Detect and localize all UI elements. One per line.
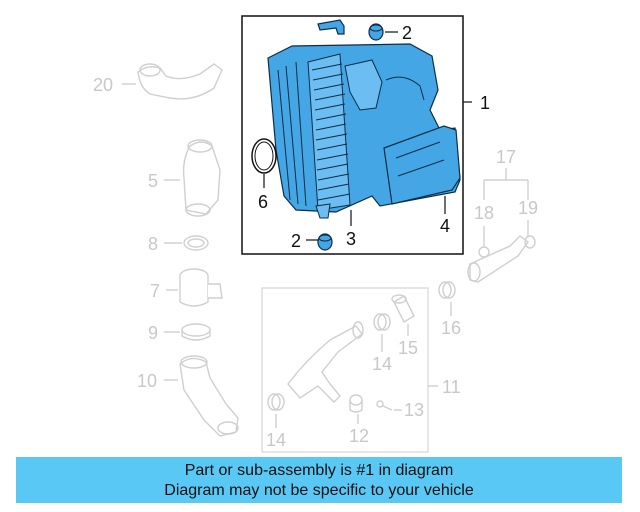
callout-8: 8 xyxy=(148,234,158,254)
callout-12: 12 xyxy=(349,426,369,446)
callout-2-bottom: 2 xyxy=(291,231,301,251)
ghost-part-19[interactable] xyxy=(524,235,536,249)
clamp-part[interactable] xyxy=(317,19,345,35)
ghost-part-17[interactable] xyxy=(467,235,529,283)
ghost-part-11[interactable] xyxy=(287,321,364,403)
callout-17: 17 xyxy=(496,147,516,167)
seal-ring[interactable] xyxy=(251,138,277,174)
callout-2-top: 2 xyxy=(402,23,412,43)
callout-9: 9 xyxy=(148,323,158,343)
ghost-part-7[interactable] xyxy=(179,268,223,307)
info-banner: Part or sub-assembly is #1 in diagram Di… xyxy=(16,457,622,503)
ghost-subgroup-box xyxy=(261,287,429,453)
ghost-part-5[interactable] xyxy=(182,139,221,217)
ghost-part-10[interactable] xyxy=(179,355,239,437)
callout-3: 3 xyxy=(346,229,356,249)
ghost-part-18[interactable] xyxy=(478,246,490,258)
callout-6: 6 xyxy=(258,192,268,212)
callout-4: 4 xyxy=(440,216,450,236)
ghost-part-14-mid[interactable] xyxy=(373,313,391,331)
ghost-group-17 xyxy=(483,168,529,200)
callout-10: 10 xyxy=(137,371,157,391)
banner-line-2: Diagram may not be specific to your vehi… xyxy=(164,482,474,499)
callout-20: 20 xyxy=(93,75,113,95)
ghost-part-16[interactable] xyxy=(438,281,456,299)
ghost-part-14-left[interactable] xyxy=(267,393,285,411)
ghost-part-12[interactable] xyxy=(349,394,363,413)
callout-5: 5 xyxy=(148,171,158,191)
ghost-part-13[interactable] xyxy=(376,400,393,411)
callout-15: 15 xyxy=(398,338,418,358)
callout-1: 1 xyxy=(480,93,490,113)
parts-diagram: 1 2 2 3 4 6 20 5 8 7 9 xyxy=(93,15,538,453)
ghost-part-9[interactable] xyxy=(181,323,211,341)
callout-13: 13 xyxy=(404,400,424,420)
ghost-part-8[interactable] xyxy=(183,235,209,251)
callout-7: 7 xyxy=(150,281,160,301)
callout-14-mid: 14 xyxy=(372,354,392,374)
ghost-part-20[interactable] xyxy=(137,63,223,100)
ghost-part-15[interactable] xyxy=(391,294,415,323)
grommet-bottom[interactable] xyxy=(317,233,333,251)
air-cleaner-assembly[interactable] xyxy=(267,43,461,219)
callout-18: 18 xyxy=(474,203,494,223)
callout-14-left: 14 xyxy=(266,430,286,450)
assembly-box xyxy=(241,15,464,255)
callout-19: 19 xyxy=(518,198,538,218)
grommet-top[interactable] xyxy=(368,23,384,41)
callout-11: 11 xyxy=(442,377,461,397)
callout-16: 16 xyxy=(441,318,461,338)
banner-line-1: Part or sub-assembly is #1 in diagram xyxy=(184,462,454,479)
